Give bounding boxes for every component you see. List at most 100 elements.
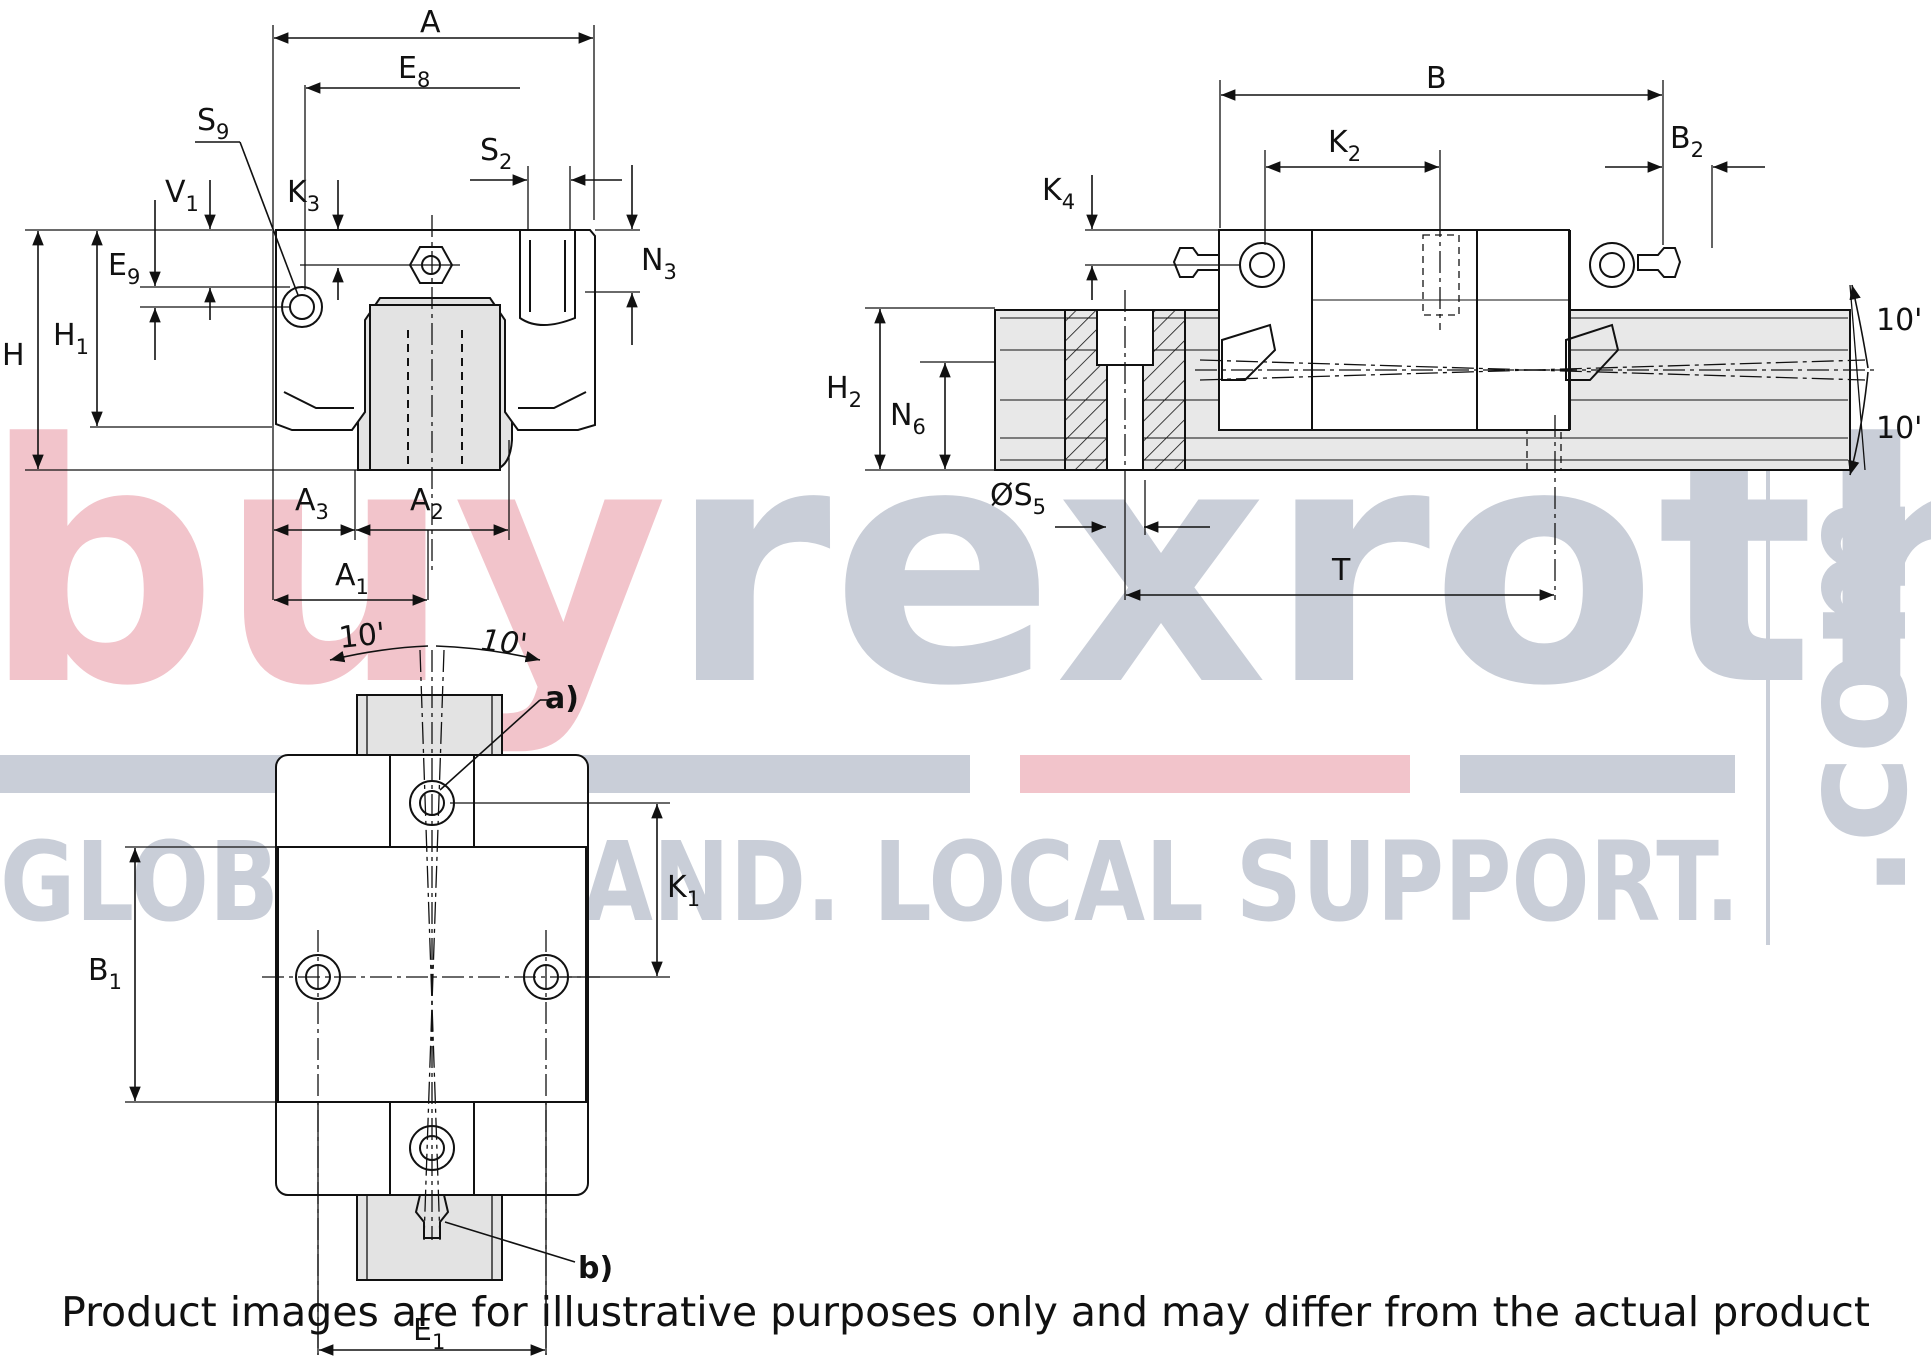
label-b: b) [578,1251,613,1286]
top-view-dimension-lines [129,645,663,1356]
label-S2-base: S [480,133,499,168]
label-N3-sub: 3 [663,260,676,284]
side-view-hidden-screw-bottom [1526,429,1562,471]
front-view-labels: A E8 S9 S2 V1 K3 N3 E9 H H1 A3 A2 A1 [2,5,677,599]
grease-nipple-icon [1637,247,1682,278]
top-view [125,645,670,1356]
label-K3: K3 [287,175,320,216]
side-view-carriage [1218,229,1570,431]
label-B2: B2 [1670,121,1704,162]
label-N6-base: N [890,398,912,433]
label-K3-sub: 3 [307,192,320,216]
front-view-extension-lines [25,25,640,600]
label-S9: S9 [197,103,229,144]
label-S2: S2 [480,133,512,174]
label-angle-left-top: 10' [337,616,387,656]
side-view-hidden-screw [1422,234,1460,316]
label-B2-sub: 2 [1691,138,1704,162]
label-N3-base: N [641,243,663,278]
label-a: a) [545,681,579,716]
label-A3-base: A [295,483,316,518]
label-B1-sub: 1 [109,970,122,994]
side-view-centerlines [1124,215,1875,600]
label-E9-base: E [108,248,127,283]
side-view [865,80,1875,601]
dim-S9-leader-diag [239,141,299,296]
label-angle-right-top: 10' [479,623,529,663]
leader-a [439,699,541,791]
label-angle-side-bottom: 10' [1876,411,1922,446]
label-K1: K1 [667,870,700,911]
label-K2: K2 [1328,125,1361,166]
watermark-bar-middle [1020,755,1410,793]
side-view-seal-right [1565,323,1620,381]
label-H1: H1 [53,318,89,359]
label-A2-sub: 2 [431,500,444,524]
label-S5-sub: 5 [1033,495,1046,519]
label-S2-sub: 2 [499,150,512,174]
label-K1-sub: 1 [687,887,700,911]
label-E8-sub: 8 [417,68,430,92]
label-B: B [1426,61,1447,96]
label-A1-base: A [335,558,356,593]
label-A3: A3 [295,483,329,524]
front-view-block-inner [283,391,587,409]
side-view-extension-lines [865,80,1866,600]
watermark-brand-buy: buy [0,374,668,758]
label-K4-base: K [1042,173,1063,208]
leader-b [444,1221,576,1263]
label-V1: V1 [165,175,199,216]
top-view-rail-top [356,694,503,756]
label-A1: A1 [335,558,369,599]
label-S9-base: S [197,103,216,138]
dim-top-angle-arc-left [329,645,429,663]
side-view-seal-left [1221,323,1277,381]
side-view-dimension-lines [874,89,1869,601]
label-V1-sub: 1 [186,192,199,216]
label-E8: E8 [398,51,430,92]
label-K4: K4 [1042,173,1075,214]
top-view-labels: 10' 10' a) b) K1 B1 E1 [88,616,700,1354]
disclaimer-text: Product images are for illustrative purp… [61,1288,1870,1336]
side-lube-right-icon [1589,242,1635,288]
watermark-bar-right [1460,755,1735,793]
label-K1-base: K [667,870,688,905]
label-V1-base: V [165,175,186,210]
watermark-tagline: GLOBAL BRAND. LOCAL SUPPORT. [0,818,1740,946]
label-E1-base: E [413,1313,432,1348]
label-N6: N6 [890,398,926,439]
dim-top-angle-arc-right [435,645,541,663]
front-view-dimension-lines [32,32,638,606]
label-A3-sub: 3 [316,500,329,524]
front-view [25,25,640,606]
label-E9: E9 [108,248,140,289]
top-view-extension-lines [125,802,670,1355]
label-A: A [420,5,441,40]
label-S5: ØS5 [990,478,1046,519]
label-H2-base: H [826,371,849,406]
label-K4-sub: 4 [1062,190,1075,214]
dim-angle-arc-top [1849,284,1869,369]
label-B1: B1 [88,953,122,994]
label-N6-sub: 6 [912,415,925,439]
front-view-screw [519,230,576,326]
side-lube-left-inner-icon [1249,252,1275,278]
label-K2-base: K [1328,125,1349,160]
side-lube-right-inner-icon [1599,252,1625,278]
label-A1-sub: 1 [356,575,369,599]
label-A2-base: A [410,483,431,518]
label-E1-sub: 1 [432,1330,445,1354]
label-H: H [2,338,25,373]
side-view-labels: B K2 B2 K4 H2 N6 ØS5 T 10' 10' [826,61,1922,588]
label-B1-base: B [88,953,109,988]
label-B2-base: B [1670,121,1691,156]
label-S5-base: ØS [990,478,1033,513]
label-N3: N3 [641,243,677,284]
watermark-tld: .com [1767,495,1931,900]
label-E8-base: E [398,51,417,86]
dim-angle-arc-bottom [1848,371,1869,476]
grease-nipple-left-icon [1172,247,1220,278]
label-E1: E1 [413,1313,445,1354]
label-H1-sub: 1 [76,335,89,359]
